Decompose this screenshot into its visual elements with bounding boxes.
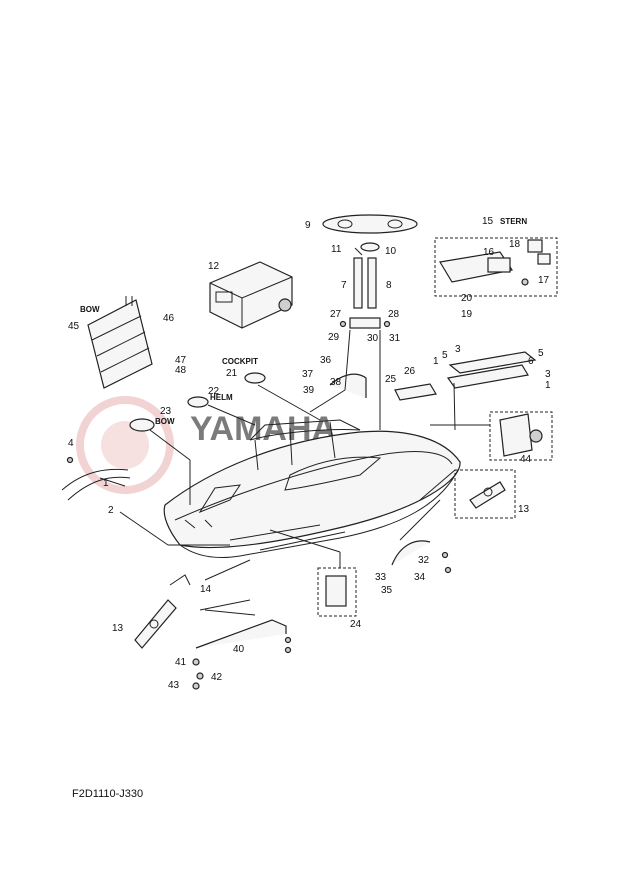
callout-5: 5: [538, 348, 544, 359]
callout-31: 31: [389, 333, 401, 344]
callout-43: 43: [168, 680, 180, 691]
callout-36: 36: [320, 355, 332, 366]
part-24-box: [317, 567, 357, 617]
callout-23: 23: [160, 406, 172, 417]
part-45-bow-ladder: [87, 296, 153, 389]
callout-19: 19: [461, 309, 473, 320]
callout-15: 15: [482, 216, 494, 227]
callout-3: 3: [455, 344, 461, 355]
callout-9: 9: [305, 220, 311, 231]
callout-22: 22: [208, 386, 220, 397]
callout-46: 46: [163, 313, 175, 324]
callout-13-right: 13: [518, 504, 530, 515]
watermark-logo: YAMAHA: [76, 396, 336, 494]
callout-28: 28: [388, 309, 400, 320]
callout-1: 1: [103, 478, 109, 489]
callout-30: 30: [367, 333, 379, 344]
callout-4: 4: [68, 438, 74, 449]
callout-1-rail: 1: [545, 380, 551, 391]
callout-14: 14: [200, 584, 212, 595]
hardware-fasteners: [192, 551, 452, 690]
callout-2: 2: [108, 505, 114, 516]
part-15-stern-ladder-box: [434, 237, 558, 297]
part-44-box: [489, 411, 553, 461]
leader-lines: [99, 329, 490, 616]
callout-18: 18: [509, 239, 521, 250]
callout-25: 25: [385, 374, 397, 385]
callout-34: 34: [414, 572, 426, 583]
callout-7: 7: [341, 280, 347, 291]
callout-39: 39: [303, 385, 315, 396]
callout-11: 11: [331, 244, 342, 255]
section-label-helm: HELM: [210, 393, 233, 402]
callout-26: 26: [404, 366, 416, 377]
part-1-4-bow-rails: [61, 456, 131, 501]
part-36-grab-handle: [329, 373, 367, 398]
callout-12: 12: [208, 261, 220, 272]
callout-33: 33: [375, 572, 387, 583]
section-label-bow-cup: BOW: [155, 417, 175, 426]
part-13-cleat-right: [454, 469, 516, 519]
part-7-8-table-posts: [353, 257, 377, 309]
callout-35: 35: [381, 585, 393, 596]
part-21-22-23-cup-holders: [129, 372, 266, 432]
callout-40: 40: [233, 644, 245, 655]
callout-20: 20: [461, 293, 473, 304]
part-27-31-post-base: [339, 317, 391, 329]
callout-8: 8: [386, 280, 392, 291]
callout-29: 29: [328, 332, 340, 343]
callout-47: 47: [175, 355, 187, 366]
callout-16: 16: [483, 247, 495, 258]
drawing-code: F2D1110-J330: [72, 788, 144, 800]
callout-6: 6: [528, 356, 534, 367]
callout-48: 48: [175, 365, 187, 376]
callout-17: 17: [538, 275, 550, 286]
part-10-table-mount: [354, 242, 380, 256]
section-label-stern: STERN: [500, 217, 527, 226]
callout-27: 27: [330, 309, 342, 320]
part-12-cooler: [209, 261, 293, 329]
callout-21: 21: [226, 368, 238, 379]
callout-38: 38: [330, 377, 342, 388]
section-label-cockpit: COCKPIT: [222, 357, 258, 366]
callout-42: 42: [211, 672, 223, 683]
part-13-14-cleat-left: [134, 574, 191, 649]
callout-45: 45: [68, 321, 80, 332]
callout-24: 24: [350, 619, 362, 630]
part-32-grab-bar: [391, 540, 431, 566]
part-1-3-5-6-rails: [446, 351, 537, 389]
callout-13-left: 13: [112, 623, 124, 634]
callout-32: 32: [418, 555, 430, 566]
callout-10: 10: [385, 246, 397, 257]
part-25-grab-handle: [394, 383, 437, 401]
part-9-table: [322, 214, 418, 234]
callout-5-rail: 5: [442, 350, 448, 361]
callout-44: 44: [520, 454, 532, 465]
part-40-grab-bar: [195, 619, 287, 649]
callout-numbers: 1 2 3 4 5 6 7 8 9 10 11 12 13 13 14 15 1…: [68, 216, 551, 691]
callout-37: 37: [302, 369, 314, 380]
callout-1-rail-left: 1: [433, 356, 439, 367]
callout-41: 41: [175, 657, 187, 668]
callout-3-rail: 3: [545, 369, 551, 380]
section-label-bow-ladder: BOW: [80, 305, 100, 314]
hull-drawing: [163, 419, 461, 558]
